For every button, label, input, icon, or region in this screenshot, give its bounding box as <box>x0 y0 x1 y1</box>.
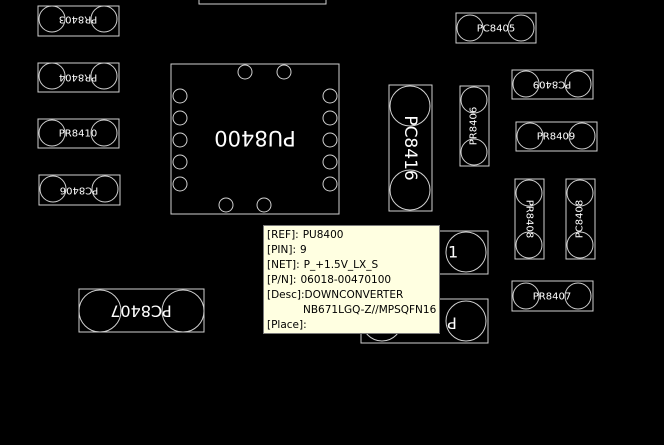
tooltip-net-key: [NET]: <box>267 259 300 271</box>
tooltip-pn-key: [P/N]: <box>267 274 297 286</box>
tooltip-ref-key: [REF]: <box>267 229 299 241</box>
pc8406-label: PC8406 <box>60 185 98 196</box>
pc8407-component[interactable] <box>78 288 205 333</box>
pc8405-label: PC8405 <box>477 24 515 35</box>
tooltip-net-value: P_+1.5V_LX_S <box>303 259 379 271</box>
tooltip-pn-value: 06018-00470100 <box>300 274 392 286</box>
pc8408-component[interactable] <box>565 178 596 260</box>
pc8416-label: PC8416 <box>400 115 420 180</box>
pr8403-label: PR8403 <box>59 14 97 25</box>
tooltip-pin-value: 9 <box>300 244 307 256</box>
partial-component-top[interactable] <box>198 0 327 5</box>
pr8404-component[interactable] <box>37 62 120 93</box>
pr8408-label: PR8408 <box>524 200 535 238</box>
pr8404-label: PR8404 <box>59 72 97 83</box>
tooltip-ref-value: PU8400 <box>302 229 344 241</box>
tooltip-desc-value: DOWNCONVERTER <box>304 289 404 301</box>
pr8410-label: PR8410 <box>59 129 97 140</box>
pc8405-component[interactable] <box>455 12 537 44</box>
pr8408-component[interactable] <box>514 178 545 260</box>
pr8406-component[interactable] <box>459 85 490 167</box>
tooltip-desc-value-line2: NB671LGQ-Z//MPSQFN16 <box>303 304 437 316</box>
pc8416-component[interactable] <box>388 84 433 212</box>
pr8409-label: PR8409 <box>537 132 575 143</box>
tooltip-desc-key: [Desc]: <box>267 289 305 301</box>
pr8403-component[interactable] <box>37 5 120 37</box>
pc8409-component[interactable] <box>511 69 594 100</box>
pr8407-component[interactable] <box>511 280 594 312</box>
pc8407-label: PC8407 <box>110 302 172 321</box>
component-info-tooltip: [REF]:PU8400 [PIN]:9 [NET]:P_+1.5V_LX_S … <box>263 225 440 334</box>
pc8408-label: PC8408 <box>575 200 586 238</box>
pr8410-component[interactable] <box>37 118 120 149</box>
pu8400-component[interactable] <box>170 63 340 215</box>
partial-label-1: 1 <box>448 243 458 262</box>
partial-label-p: P <box>447 314 457 333</box>
pc8409-label: PC8409 <box>533 79 571 90</box>
pr8407-label: PR8407 <box>533 292 571 303</box>
pu8400-label: PU8400 <box>214 126 295 150</box>
pr8406-label: PR8406 <box>469 107 480 145</box>
tooltip-pin-key: [PIN]: <box>267 244 297 256</box>
pc8406-component[interactable] <box>38 174 121 206</box>
tooltip-place-key: [Place]: <box>267 319 307 331</box>
pr8409-component[interactable] <box>515 121 598 152</box>
